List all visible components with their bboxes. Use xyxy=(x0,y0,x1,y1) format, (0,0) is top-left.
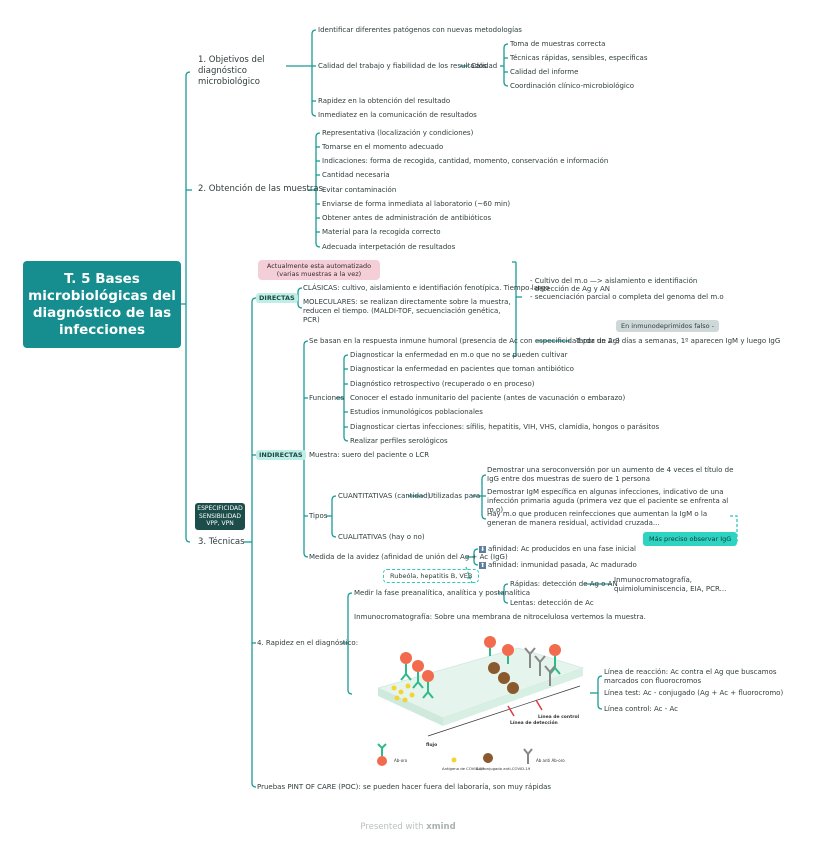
calidad-item[interactable]: Calidad del informe xyxy=(510,68,579,76)
legend-ab-oro-icon xyxy=(377,743,387,756)
flow-arrow xyxy=(427,685,581,737)
muestra-item[interactable]: Obtener antes de administración de antib… xyxy=(322,214,492,222)
calidad-item[interactable]: Técnicas rápidas, sensibles, específicas xyxy=(510,54,648,62)
legend-anti-icon xyxy=(523,748,533,764)
callout-line: ESPECIFICIDAD xyxy=(197,505,243,512)
utilizadas-topic[interactable]: Utilizadas para xyxy=(428,492,481,500)
avidez-item[interactable]: ⬆afinidad: inmunidad pasada, Ac madurado xyxy=(479,561,637,570)
avidez-text: afinidad: Ac producidos en una fase inic… xyxy=(488,545,636,553)
funcion-item[interactable]: Diagnóstico retrospectivo (recuperado o … xyxy=(350,380,535,388)
indirectas-humoral[interactable]: Se basan en la respuesta inmune humoral … xyxy=(309,337,620,345)
objetivo-item[interactable]: Identificar diferentes patógenos con nue… xyxy=(318,26,522,34)
footer-prefix: Presented with xyxy=(360,822,427,832)
igg-note: Más preciso observar IgG xyxy=(643,532,738,546)
linea-item[interactable]: Línea test: Ac - conjugado (Ag + Ac + fl… xyxy=(604,689,784,697)
directas-summary-line: - Cultivo del m.o —> aislamiento e ident… xyxy=(530,277,698,285)
linea-item[interactable]: Línea control: Ac - Ac xyxy=(604,705,678,713)
inmunocromatografia-figure: Línea de detección Línea de control fluj… xyxy=(377,636,584,771)
arrow-up-icon: ⬆ xyxy=(479,561,486,569)
funcion-item[interactable]: Diagnosticar la enfermedad en pacientes … xyxy=(350,365,574,373)
lentas-topic[interactable]: Lentas: detección de Ac xyxy=(510,599,594,607)
inmunodeprimidos-note: En inmunodeprimidos falso - xyxy=(616,320,720,332)
legend-antigeno-icon xyxy=(451,757,457,763)
legend-conjugado: Ab/conjugado anti-COVID-19 xyxy=(476,766,531,771)
root-topic[interactable]: T. 5 Bases microbiológicas del diagnósti… xyxy=(23,261,181,348)
funcion-item[interactable]: Conocer el estado inmunitario del pacien… xyxy=(350,394,626,402)
muestra-item[interactable]: Representativa (localización y condicion… xyxy=(322,129,474,137)
tecnicas-callout: ESPECIFICIDAD SENSIBILIDAD VPP, VPN xyxy=(195,503,245,530)
muestra-item[interactable]: Indicaciones: forma de recogida, cantida… xyxy=(322,157,609,165)
funcion-item[interactable]: Realizar perfiles serológicos xyxy=(350,437,448,445)
uso-item[interactable]: Hay m.o que producen reinfecciones que a… xyxy=(487,510,708,527)
inmunocromatografia-text[interactable]: Inmunocromatografía: Sobre una membrana … xyxy=(354,613,646,621)
muestra-item[interactable]: Material para la recogida correcto xyxy=(322,228,441,236)
rapidas-topic[interactable]: Rápidas: detección de Ag o AN xyxy=(510,580,618,588)
membrane-strip-front xyxy=(443,668,583,726)
uso-item[interactable]: Demostrar IgM específica en algunas infe… xyxy=(487,488,729,514)
directas-clasicas[interactable]: CLÁSICAS: cultivo, aislamiento e identif… xyxy=(303,284,550,292)
antigen-dots xyxy=(391,683,415,703)
funciones-topic[interactable]: Funciones xyxy=(309,394,344,402)
xmind-logo: xmind xyxy=(426,822,456,832)
muestra-item[interactable]: Evitar contaminación xyxy=(322,186,397,194)
muestra-item[interactable]: Tomarse en el momento adecuado xyxy=(322,143,444,151)
indirectas-topic[interactable]: INDIRECTAS xyxy=(256,450,306,460)
topic-obtencion-muestras[interactable]: 2. Obtención de las muestras xyxy=(198,184,323,194)
legend-conjugado-icon xyxy=(483,753,493,763)
poc-topic[interactable]: Pruebas PINT OF CARE (POC): se pueden ha… xyxy=(257,783,552,791)
conjugate-complexes xyxy=(488,662,519,694)
muestra-item[interactable]: Cantidad necesaria xyxy=(322,171,390,179)
directas-moleculares[interactable]: MOLECULARES: se realizan directamente so… xyxy=(303,298,511,324)
muestra-item[interactable]: Adecuada interpetación de resultados xyxy=(322,243,456,251)
objetivo-item[interactable]: Rapidez en la obtención del resultado xyxy=(318,97,451,105)
rapidez-topic[interactable]: 4. Rapidez en el diagnóstico: xyxy=(257,639,359,647)
rapidas-detail[interactable]: Inmunocromatografía, quimioluminiscencia… xyxy=(614,576,727,593)
tipos-topic[interactable]: Tipos xyxy=(309,512,328,520)
figure-label-deteccion: Línea de detección xyxy=(510,719,558,726)
funcion-item[interactable]: Diagnosticar la enfermedad en m.o que no… xyxy=(350,351,568,359)
automatizado-note: Actualmente esta automatizado (varias mu… xyxy=(258,260,380,280)
figure-label-flujo: flujo xyxy=(426,742,437,748)
medir-fase[interactable]: Medir la fase preanalítica, analítica y … xyxy=(354,589,531,597)
calidad-topic[interactable]: Calidad xyxy=(471,62,498,70)
funcion-item[interactable]: Diagnosticar ciertas infecciones: sífili… xyxy=(350,423,660,431)
topic-objetivos[interactable]: 1. Objetivos del diagnóstico microbiológ… xyxy=(198,55,265,87)
anti-antibodies xyxy=(524,647,556,686)
avidez-text: afinidad: inmunidad pasada, Ac madurado xyxy=(488,561,637,569)
figure-label-control: Línea de control xyxy=(538,713,580,720)
muestra-item[interactable]: Enviarse de forma inmediata al laborator… xyxy=(322,200,511,208)
topic-tecnicas[interactable]: 3. Técnicas xyxy=(198,537,245,547)
calidad-item[interactable]: Coordinación clínico-microbiológico xyxy=(510,82,635,90)
footer-watermark: Presented with xmind xyxy=(0,822,816,832)
humoral-detail[interactable]: Tarda de 2-3 días a semanas, 1º aparecen… xyxy=(576,337,781,345)
detection-line-mark xyxy=(507,705,515,717)
calidad-item[interactable]: Toma de muestras correcta xyxy=(510,40,606,48)
funcion-item[interactable]: Estudios inmunológicos poblacionales xyxy=(350,408,483,416)
objetivo-item[interactable]: Inmediatez en la comunicación de resulta… xyxy=(318,111,477,119)
directas-summary-line: - detección de Ag y AN xyxy=(530,285,610,293)
avidez-topic[interactable]: Medida de la avidez (afinidad de unión d… xyxy=(309,553,508,561)
objetivo-item[interactable]: Calidad del trabajo y fiabilidad de los … xyxy=(318,62,487,70)
indirectas-muestra[interactable]: Muestra: suero del paciente o LCR xyxy=(309,451,430,459)
avidez-item[interactable]: ⬇afinidad: Ac producidos en una fase ini… xyxy=(479,545,636,554)
uso-item[interactable]: Demostrar una seroconversión por un aume… xyxy=(487,466,734,483)
arrow-down-icon: ⬇ xyxy=(479,545,486,553)
cualitativas-topic[interactable]: CUALITATIVAS (hay o no) xyxy=(338,533,425,541)
legend-anti: Ab anti Ab-oro xyxy=(536,758,565,763)
membrane-strip-side xyxy=(378,688,443,726)
directas-summary-line: - secuenciación parcial o completa del g… xyxy=(530,293,724,301)
callout-line: SENSIBILIDAD xyxy=(199,512,241,520)
directas-topic[interactable]: DIRECTAS xyxy=(256,293,298,303)
legend-ab-oro: Ab-oro xyxy=(394,758,408,763)
legend-antigeno: Antígeno de COVID-19 xyxy=(442,766,485,771)
cuantitativas-topic[interactable]: CUANTITATIVAS (cantidad) xyxy=(338,492,431,500)
rubeola-note: Rubeóla, hepatitis B, VEB xyxy=(383,569,480,583)
control-line-mark xyxy=(535,699,543,711)
linea-item[interactable]: Línea de reacción: Ac contra el Ag que b… xyxy=(604,668,777,685)
callout-line: VPP, VPN xyxy=(206,520,234,527)
